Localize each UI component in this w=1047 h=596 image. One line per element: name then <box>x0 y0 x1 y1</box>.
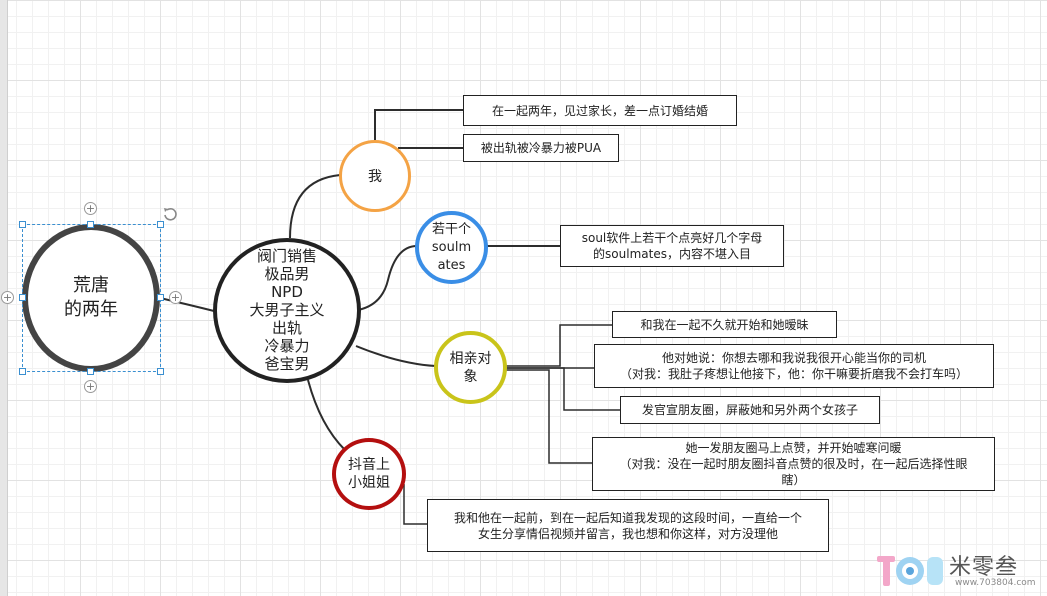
add-node-top-icon[interactable]: + <box>84 202 97 215</box>
box-douyin-line-2: 女生分享情侣视频并留言，我也想和你这样，对方没理他 <box>477 526 778 541</box>
link-center-douyin <box>307 379 346 451</box>
resize-handle-e[interactable] <box>157 294 164 301</box>
link-center-soul <box>357 245 418 311</box>
box-douyin-line-1: 我和他在一起前，到在一起后知道我发现的这段时间，一直给一个 <box>453 510 802 525</box>
box-blind-driver-line-1: 他对她说：你想去哪和我说我很开心能当你的司机 <box>661 351 926 365</box>
center-line-4: 大男子主义 <box>249 300 325 319</box>
box-me-engaged-text: 在一起两年，见过家长，差一点订婚结婚 <box>491 103 708 118</box>
node-me-label: 我 <box>368 169 382 185</box>
resize-handle-w[interactable] <box>19 294 26 301</box>
box-blind-moments-text: 发官宣朋友圈，屏蔽她和另外两个女孩子 <box>641 403 858 417</box>
center-line-1: 阀门销售 <box>256 246 317 265</box>
resize-handle-s[interactable] <box>87 368 94 375</box>
center-node[interactable]: 阀门销售 极品男 NPD 大男子主义 出轨 冷暴力 爸宝男 <box>213 238 361 383</box>
rotate-icon[interactable] <box>162 206 178 222</box>
box-blind-flirt[interactable]: 和我在一起不久就开始和她暧昧 <box>612 311 837 338</box>
add-node-bottom-icon[interactable]: + <box>84 380 97 393</box>
box-blind-likes-line-2: （对我：没在一起时朋友圈抖音点赞的很及时，在一起后选择性眼 <box>619 457 968 471</box>
watermark-url: www.703804.com <box>955 578 1036 588</box>
center-line-2: 极品男 <box>264 264 310 283</box>
selection-box[interactable] <box>22 224 161 372</box>
box-me-engaged[interactable]: 在一起两年，见过家长，差一点订婚结婚 <box>463 95 737 126</box>
root-label: 荒唐 的两年 <box>64 275 118 320</box>
resize-handle-sw[interactable] <box>19 368 26 375</box>
box-soulmates[interactable]: soul软件上若干个点亮好几个字母 的soulmates，内容不堪入目 <box>560 225 784 267</box>
box-blind-likes[interactable]: 她一发朋友圈马上点赞，并开始嘘寒问暖 （对我：没在一起时朋友圈抖音点赞的很及时，… <box>592 437 995 491</box>
center-line-7: 爸宝男 <box>264 354 310 373</box>
box-blind-moments[interactable]: 发官宣朋友圈，屏蔽她和另外两个女孩子 <box>620 396 880 424</box>
box-blind-driver[interactable]: 他对她说：你想去哪和我说我很开心能当你的司机 （对我：我肚子疼想让他接下，他：你… <box>594 344 994 388</box>
link-me-box1 <box>374 109 463 140</box>
box-soulmates-line-2: 的soulmates，内容不堪入目 <box>593 247 751 261</box>
link-center-me <box>289 174 341 239</box>
node-blind-date[interactable]: 相亲对 象 <box>434 331 507 404</box>
center-line-3: NPD <box>271 282 303 301</box>
link-blind-box4 <box>505 369 592 464</box>
box-me-abuse[interactable]: 被出轨被冷暴力被PUA <box>463 134 619 162</box>
box-blind-flirt-text: 和我在一起不久就开始和她暧昧 <box>640 317 809 332</box>
watermark-brand: 米零叁 <box>949 555 1019 580</box>
center-line-6: 冷暴力 <box>264 336 310 355</box>
box-blind-driver-line-2: （对我：我肚子疼想让他接下，他：你干嘛要折磨我不会打车吗） <box>619 367 968 381</box>
box-blind-likes-line-1: 她一发朋友圈马上点赞，并开始嘘寒问暖 <box>685 441 902 455</box>
resize-handle-ne[interactable] <box>157 221 164 228</box>
center-line-5: 出轨 <box>271 318 302 337</box>
add-node-right-icon[interactable]: + <box>169 291 182 304</box>
node-me[interactable]: 我 <box>339 140 411 212</box>
center-label: 阀门销售 极品男 NPD 大男子主义 出轨 冷暴力 爸宝男 <box>249 247 324 373</box>
box-douyin[interactable]: 我和他在一起前，到在一起后知道我发现的这段时间，一直给一个 女生分享情侣视频并留… <box>427 499 829 552</box>
watermark-logo: 米零叁 www.703804.com <box>873 548 1036 592</box>
resize-handle-nw[interactable] <box>19 221 26 228</box>
node-blind-date-label: 相亲对 象 <box>449 350 492 385</box>
link-root-center <box>159 297 215 312</box>
resize-handle-se[interactable] <box>157 368 164 375</box>
link-douyin-box <box>403 484 427 525</box>
node-douyin[interactable]: 抖音上 小姐姐 <box>332 438 406 510</box>
link-blind-box3 <box>505 367 620 411</box>
add-node-left-icon[interactable]: + <box>1 291 14 304</box>
node-douyin-label: 抖音上 小姐姐 <box>348 457 390 491</box>
box-blind-likes-line-3: 瞎） <box>781 473 806 487</box>
box-me-abuse-text: 被出轨被冷暴力被PUA <box>480 141 602 155</box>
resize-handle-n[interactable] <box>87 221 94 228</box>
link-blind-box1 <box>505 324 612 367</box>
node-soulmates-label: 若干个 soulm ates <box>431 221 472 273</box>
watermark-mark-icon <box>877 556 943 586</box>
node-soulmates[interactable]: 若干个 soulm ates <box>415 211 488 284</box>
box-soulmates-line-1: soul软件上若干个点亮好几个字母 <box>581 231 763 245</box>
link-center-blind <box>355 345 437 367</box>
